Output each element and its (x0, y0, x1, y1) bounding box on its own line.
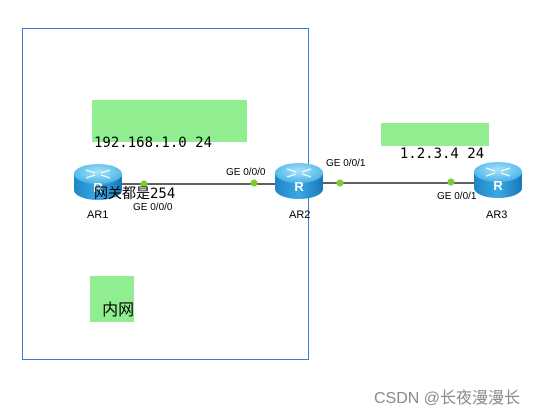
subnet-note: 192.168.1.0 24 网关都是254 (92, 100, 247, 202)
router-name-ar3: AR3 (486, 209, 508, 221)
wan-address-text: 1.2.3.4 24 (399, 146, 485, 162)
watermark-text: CSDN @长夜漫漫长 (373, 390, 520, 407)
subnet-note-line2: 网关都是254 (94, 186, 176, 202)
lan-label-note: 内网 (90, 276, 134, 322)
port-label-ar2-left: GE 0/0/0 (226, 167, 266, 178)
port-dot-ar2-left (250, 179, 258, 187)
router-icon-ar2[interactable] (274, 162, 324, 200)
router-name-ar2: AR2 (289, 209, 311, 221)
wan-address-note: 1.2.3.4 24 (381, 123, 489, 162)
port-label-ar1: GE 0/0/0 (133, 202, 173, 213)
subnet-note-line1: 192.168.1.0 24 (94, 135, 213, 151)
port-label-ar3: GE 0/0/1 (437, 191, 477, 202)
port-dot-ar2-right (336, 179, 344, 187)
router-name-ar1: AR1 (87, 209, 109, 221)
router-icon-ar3[interactable] (473, 161, 523, 199)
port-dot-ar1 (140, 180, 148, 188)
port-label-ar2-right: GE 0/0/1 (326, 158, 366, 169)
port-dot-ar3 (447, 178, 455, 186)
lan-label-text: 内网 (102, 300, 135, 319)
